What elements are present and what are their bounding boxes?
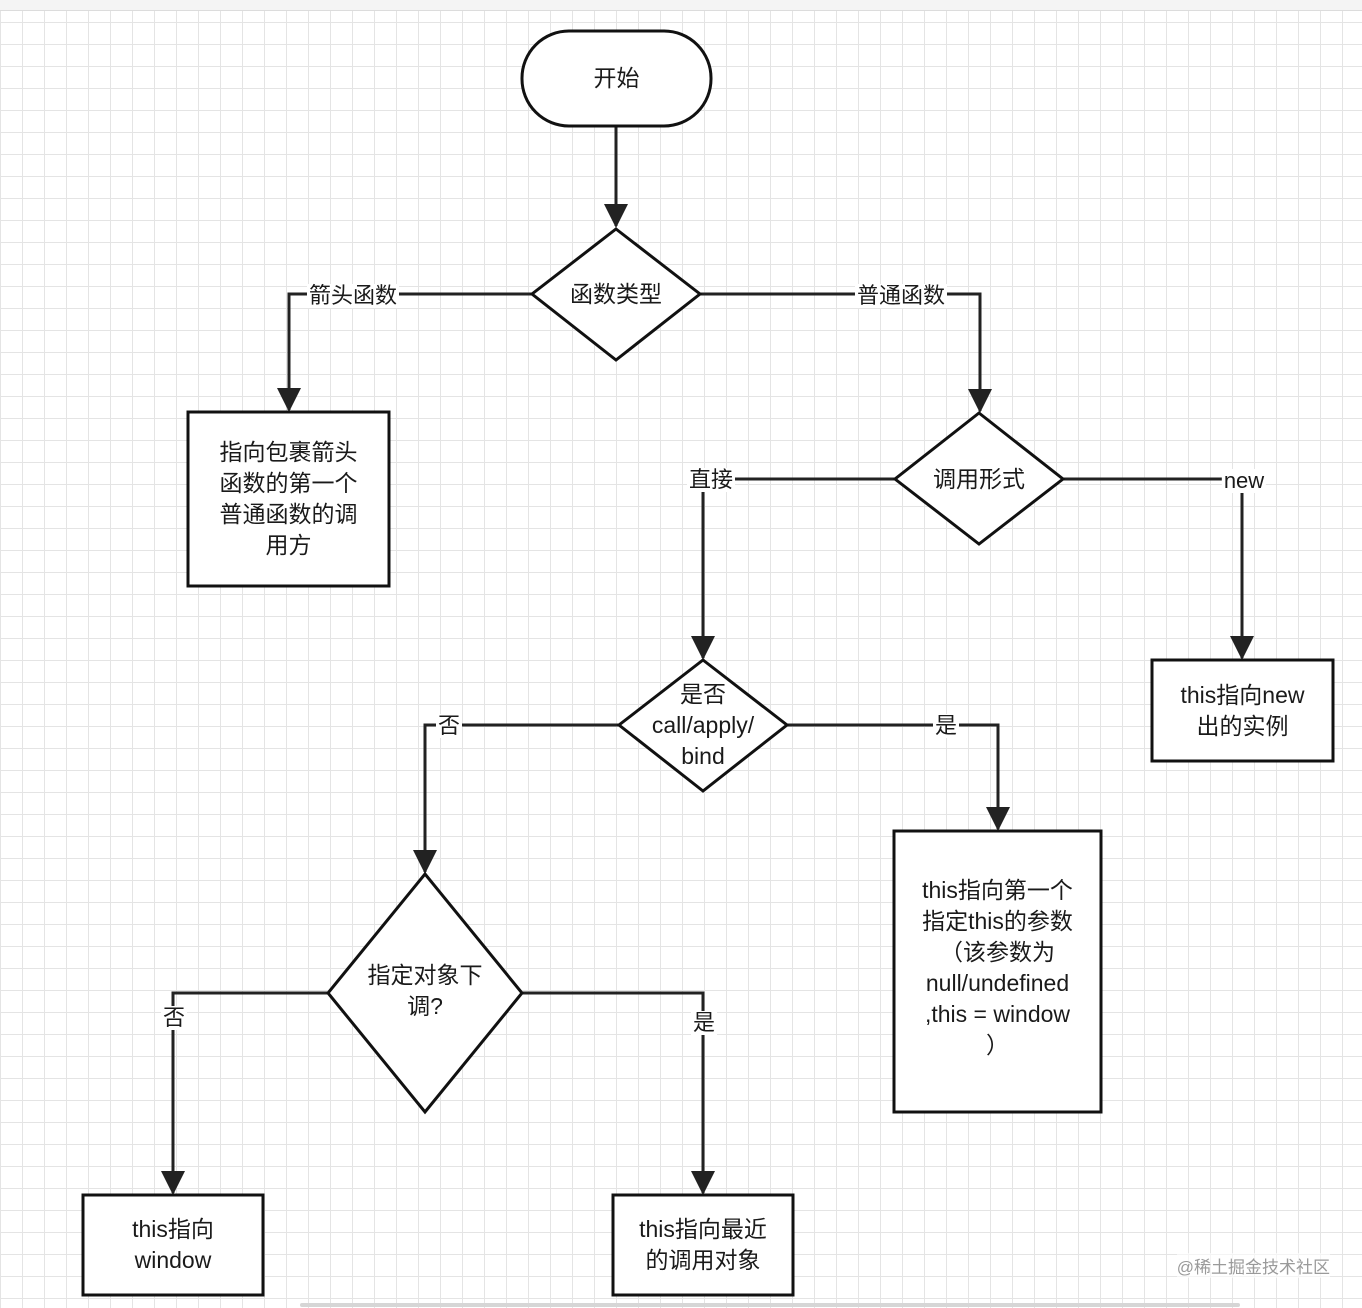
nearest-result-label: this指向最近 的调用对象 (639, 1216, 767, 1273)
obj-call-decision (326, 871, 524, 1115)
edge-label-obj-no: 否 (160, 1005, 188, 1030)
cab-result-box (892, 829, 1103, 1114)
edge-label-obj-yes: 是 (690, 1010, 718, 1035)
edge-cab-no (413, 723, 619, 874)
edge-new (1063, 477, 1254, 660)
cab-result-label: this指向第一个 指定this的参数 （该参数为 null/undefined… (922, 877, 1073, 1058)
window-result-box (81, 1193, 265, 1297)
func-type-label: 函数类型 (570, 280, 662, 307)
cab-label: 是否 call/apply/ bind (651, 680, 755, 769)
new-result-box (1150, 658, 1335, 763)
start-node (520, 29, 713, 128)
horizontal-scrollbar[interactable] (300, 1303, 1240, 1307)
edge-label-normal-function: 普通函数 (854, 283, 948, 308)
cab-decision (616, 658, 790, 793)
obj-call-label: 指定对象下 调? (367, 962, 483, 1019)
window-top-bar (0, 0, 1362, 11)
watermark: @稀土掘金技术社区 (1176, 1253, 1330, 1278)
edge-label-cab-yes: 是 (932, 713, 960, 738)
nearest-result-box (611, 1193, 795, 1297)
start-label: 开始 (593, 65, 640, 91)
edge-label-cab-no: 否 (435, 713, 463, 738)
edge-normal-function (700, 292, 992, 413)
arrow-result-label: 指向包裹箭头 函数的第一个 普通函数的调 用方 (219, 439, 358, 558)
edge-label-new: new (1221, 468, 1267, 493)
edge-label-arrow-function: 箭头函数 (306, 283, 400, 308)
edge-obj-no (161, 991, 328, 1195)
new-result-label: this指向new 出的实例 (1180, 681, 1305, 739)
edge-obj-yes (522, 991, 715, 1195)
edge-direct (691, 477, 895, 660)
arrow-result-box (186, 410, 391, 588)
func-type-decision (529, 227, 703, 362)
window-result-label: this指向 window (132, 1216, 214, 1273)
call-form-decision (892, 411, 1066, 546)
call-form-label: 调用形式 (933, 465, 1025, 492)
edge-cab-yes (787, 723, 1010, 831)
edge-arrow-function (277, 292, 532, 412)
edge-label-direct: 直接 (686, 467, 736, 492)
